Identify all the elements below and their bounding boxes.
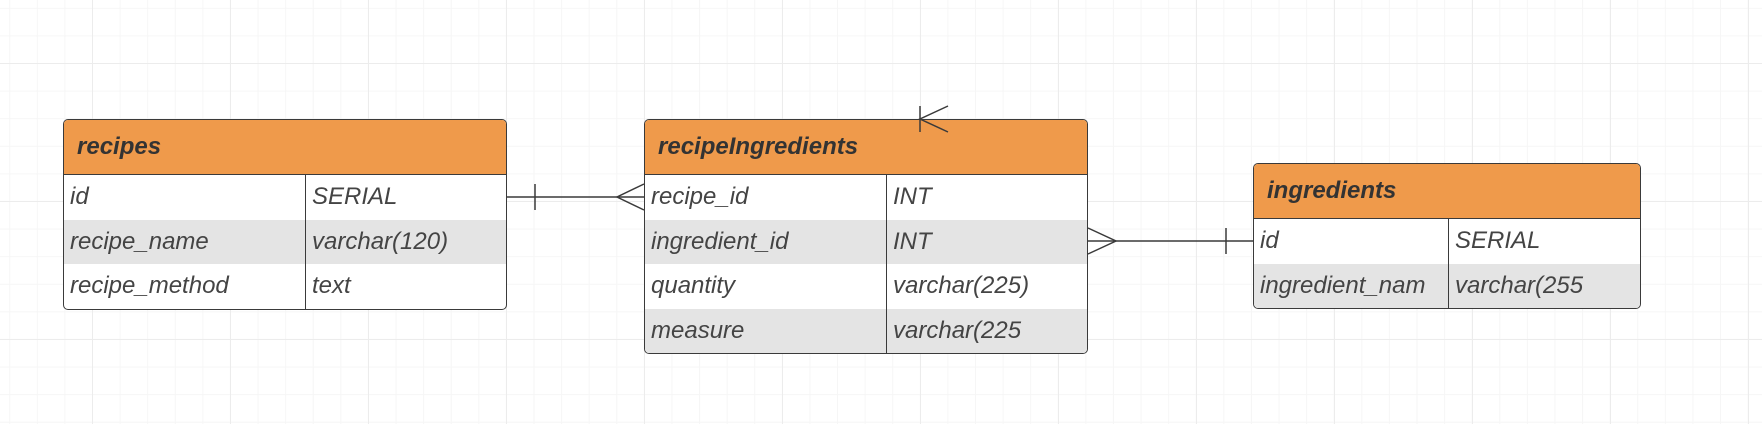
column-name: id [1254,219,1449,264]
dangling-connector-endpoint[interactable] [918,105,949,133]
relationship-recipes-to-recipe-ingredients[interactable] [507,183,645,211]
column-name: id [64,175,306,220]
column-type: varchar(225) [893,272,1030,300]
column-type: varchar(255 [1455,271,1584,299]
column-type: SERIAL [1455,227,1541,255]
table-title[interactable]: recipes [64,120,506,175]
many-marker [918,105,949,133]
table-title[interactable]: recipeIngredients [645,120,1087,175]
many-marker [1087,227,1118,255]
column-name: recipe_method [64,264,306,309]
relationship-recipe-ingredients-to-ingredients[interactable] [1087,227,1253,255]
column-type: INT [893,227,932,255]
table-ingredients[interactable]: ingredients id SERIAL ingredient_nam var… [1253,163,1641,309]
table-title[interactable]: ingredients [1254,164,1640,219]
column-type: text [312,272,351,300]
table-recipe-ingredients[interactable]: recipeIngredients recipe_id INT ingredie… [644,119,1088,354]
column-type: SERIAL [312,183,398,211]
table-row[interactable]: id SERIAL [64,175,506,220]
column-type: varchar(120) [312,227,449,255]
column-name: measure [645,308,887,353]
column-name: recipe_name [64,219,306,264]
table-row[interactable]: recipe_name varchar(120) [64,219,506,264]
table-row[interactable]: quantity varchar(225) [645,264,1087,309]
column-name: ingredient_id [645,219,887,264]
table-row[interactable]: recipe_id INT [645,175,1087,220]
table-row[interactable]: id SERIAL [1254,219,1640,264]
column-name: recipe_id [645,175,887,220]
table-row[interactable]: measure varchar(225 [645,308,1087,353]
table-row[interactable]: ingredient_id INT [645,219,1087,264]
many-marker [615,183,645,211]
table-row[interactable]: ingredient_nam varchar(255 [1254,263,1640,308]
table-recipes[interactable]: recipes id SERIAL recipe_name varchar(12… [63,119,507,310]
column-type: INT [893,183,932,211]
column-name: ingredient_nam [1254,263,1449,308]
table-row[interactable]: recipe_method text [64,264,506,309]
column-name: quantity [645,264,887,309]
column-type: varchar(225 [893,316,1022,344]
